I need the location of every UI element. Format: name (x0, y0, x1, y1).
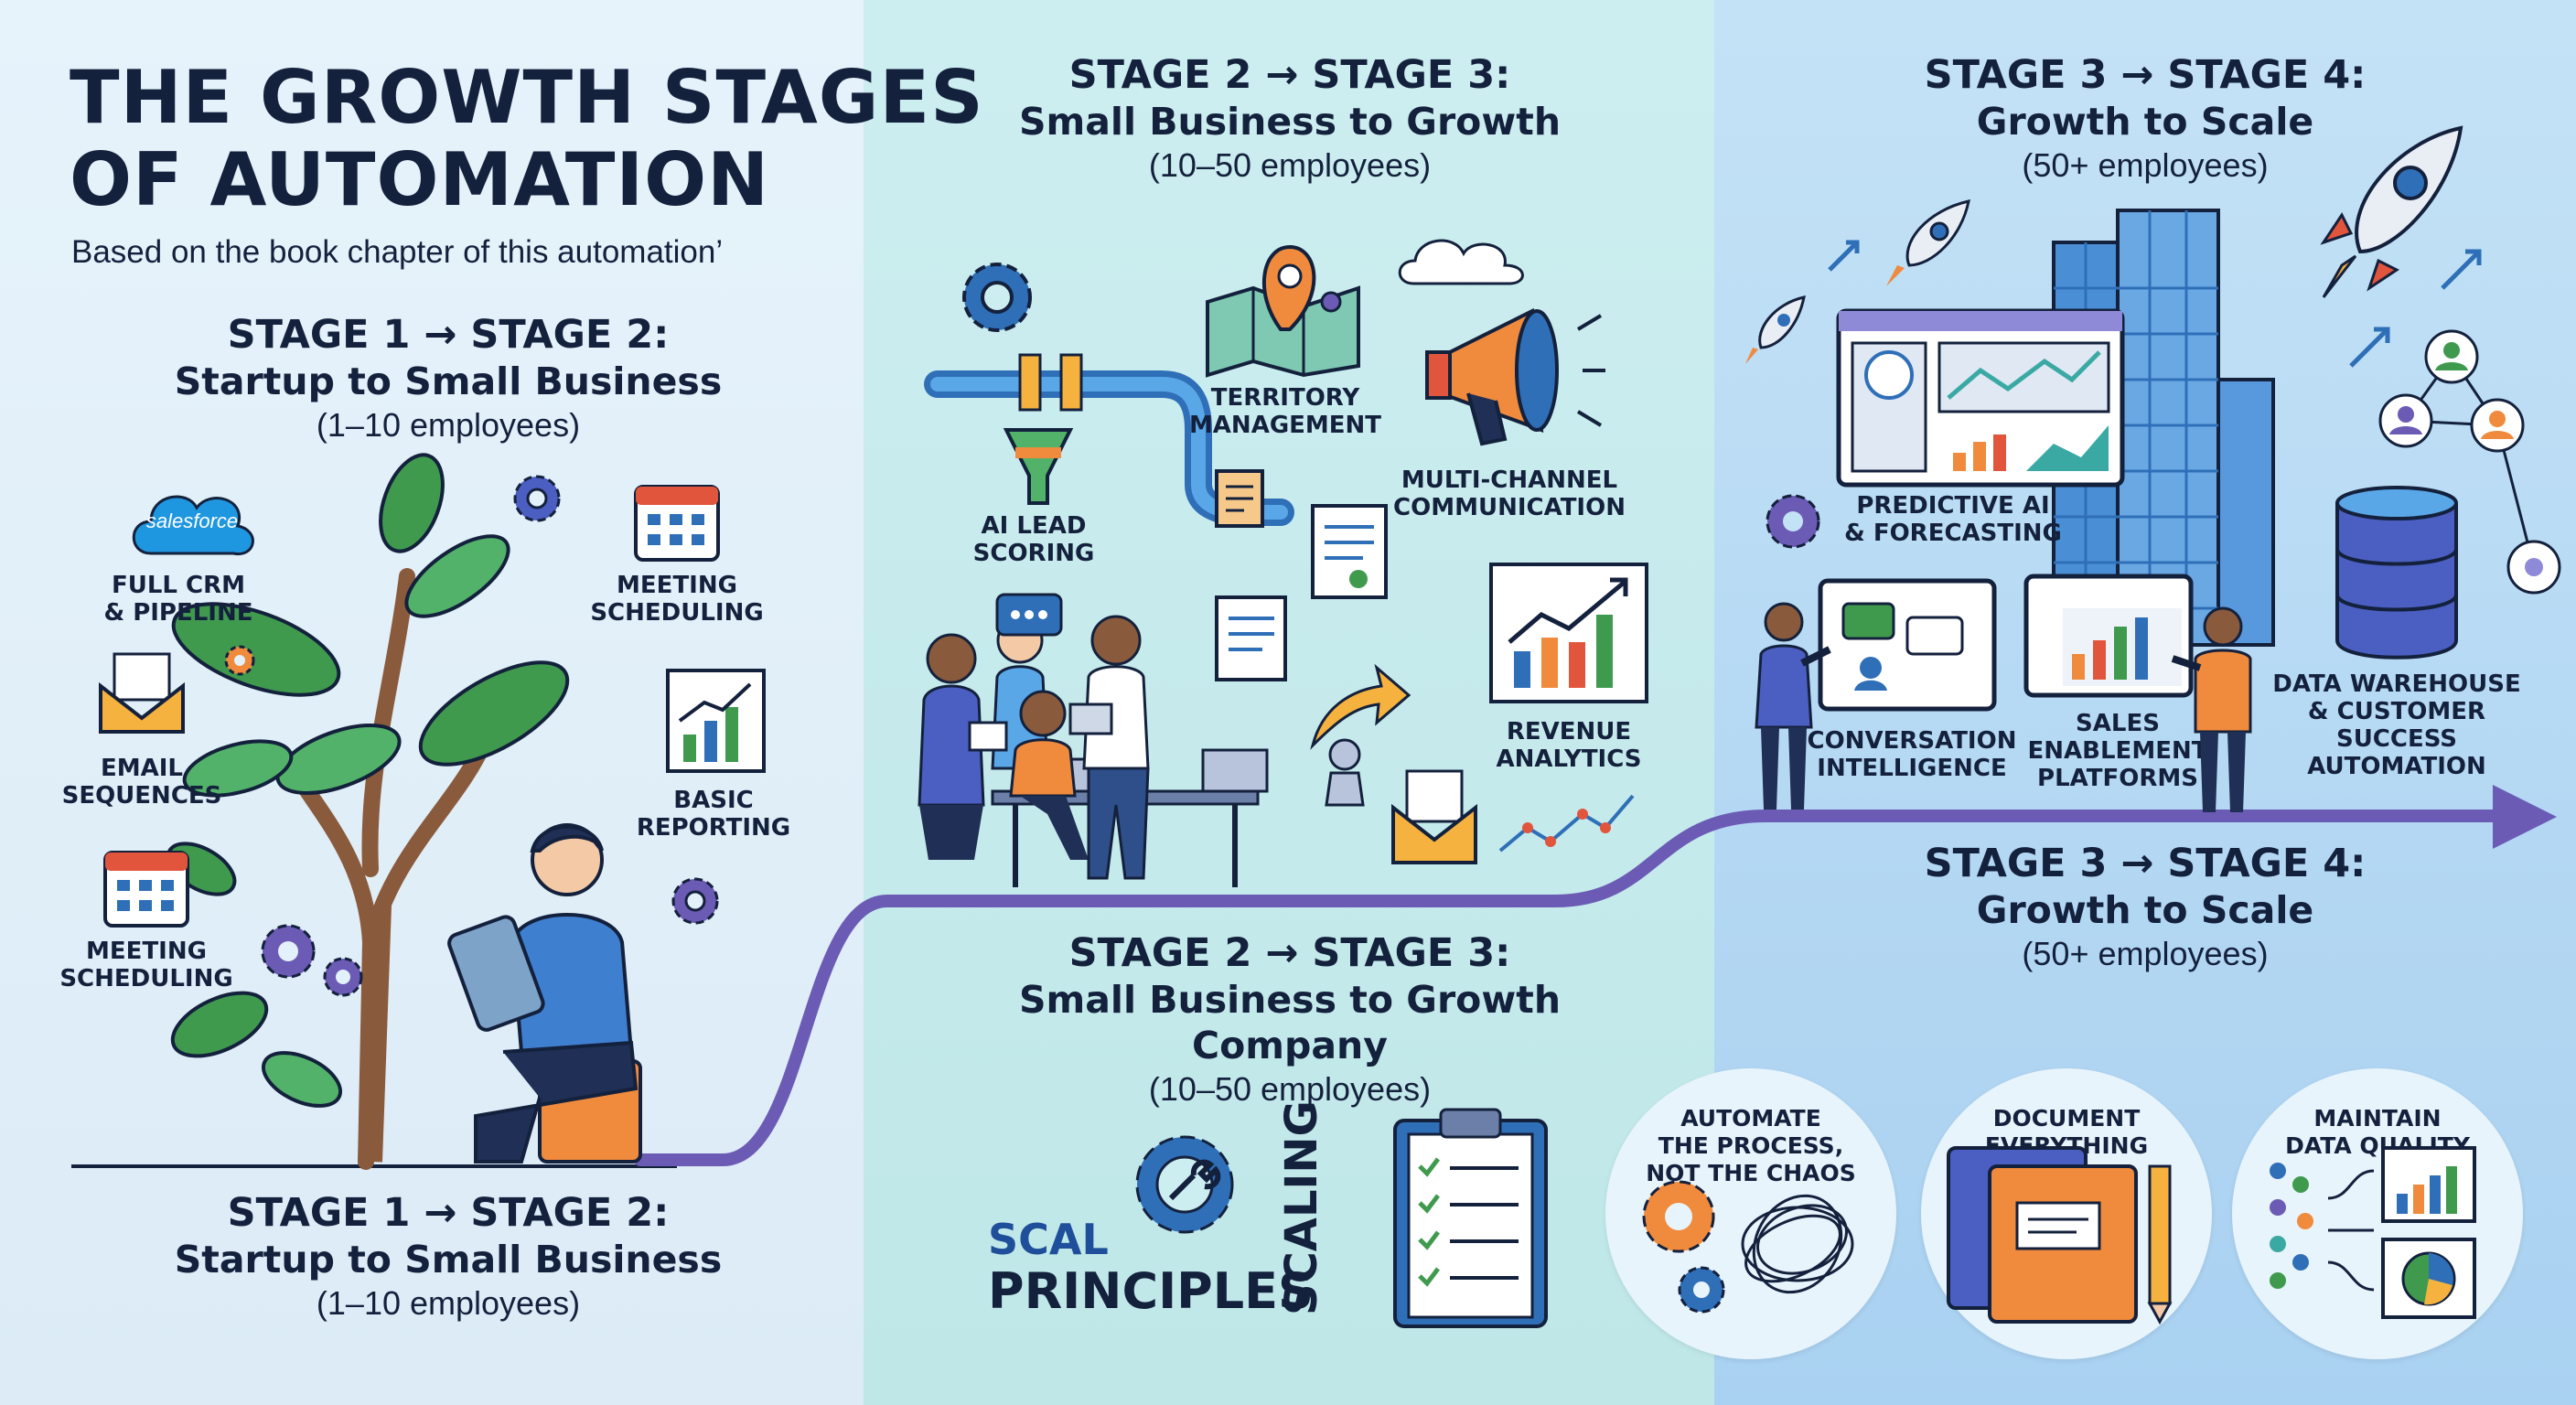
salesforce-logo-text: salesforce (145, 509, 239, 532)
scal-label: SCAL (988, 1215, 1109, 1264)
stage3-heading-bottom: STAGE 3 → STAGE 4: Growth to Scale (50+ … (1830, 840, 2461, 975)
email-envelope-icon (99, 652, 185, 734)
calendar-icon-bottom (103, 851, 189, 928)
person-with-tablet-illustration (447, 823, 642, 1164)
stage1-bottom-title: STAGE 1 → STAGE 2: (227, 1190, 670, 1236)
growth-tree-illustration (166, 453, 570, 1170)
predictive-ai-dashboard-icon (1836, 308, 2125, 488)
trend-line-icon (1498, 794, 1635, 853)
calendar-icon (634, 485, 720, 562)
stage2-heading-bottom: STAGE 2 → STAGE 3: Small Business to Gro… (915, 929, 1665, 1110)
bar-chart-report-icon (666, 669, 766, 773)
page-subtitle: Based on the book chapter of this automa… (71, 234, 724, 270)
gear-icon-small (224, 645, 255, 676)
stage2-bottom-title: STAGE 2 → STAGE 3: (1068, 930, 1511, 976)
stage1-bottom-name: Startup to Small Business (174, 1238, 723, 1282)
sales-dashboard-icon (2023, 574, 2194, 698)
revenue-chart-icon (1489, 563, 1648, 703)
salesforce-cloud-icon (132, 495, 254, 556)
document-icon-3 (1215, 595, 1287, 681)
folders-pencil-icon (1947, 1146, 2173, 1325)
stage2-top-size: (10–50 employees) (1148, 146, 1432, 184)
predictive-ai-forecasting-label: PREDICTIVE AI& FORECASTING (1844, 492, 2062, 547)
rocket-icon-large (2320, 125, 2463, 298)
stage3-top-title: STAGE 3 → STAGE 4: (1924, 52, 2367, 98)
principles-label: PRINCIPLES (988, 1262, 1314, 1320)
gears-chaos-icon (1642, 1180, 1854, 1314)
scaling-vertical-label: SCALING (1276, 1100, 1327, 1315)
stage3-heading-top: STAGE 3 → STAGE 4: Growth to Scale (50+ … (1830, 51, 2461, 187)
document-icon (1215, 469, 1264, 528)
checklist-clipboard-icon (1393, 1108, 1548, 1328)
full-crm-pipeline-label: FULL CRM& PIPELINE (103, 572, 253, 627)
wrench-gear-icon (1135, 1135, 1234, 1234)
stage3-bottom-name: Growth to Scale (1976, 888, 2314, 932)
gear-icon-stage3 (1766, 494, 1820, 549)
stage2-bottom-name: Small Business to Growth Company (1018, 978, 1562, 1067)
gear-icon (513, 475, 561, 522)
data-quality-icon (2270, 1146, 2476, 1319)
arrow-up-icon (1310, 663, 1411, 750)
person-presenting-illustration (1755, 602, 1831, 810)
growth-arrows-icon (1828, 240, 2482, 368)
page-title: THE GROWTH STAGES OF AUTOMATION (70, 55, 984, 222)
stage1-top-size: (1–10 employees) (316, 406, 581, 444)
stage1-heading-bottom: STAGE 1 → STAGE 2: Startup to Small Busi… (119, 1189, 778, 1325)
stage2-top-title: STAGE 2 → STAGE 3: (1068, 52, 1511, 98)
document-icon-2 (1311, 504, 1388, 599)
stage2-heading-top: STAGE 2 → STAGE 3: Small Business to Gro… (970, 51, 1610, 187)
rocket-icon-medium (1886, 199, 1970, 286)
customer-network-icon (2378, 329, 2561, 595)
stage1-top-title: STAGE 1 → STAGE 2: (227, 312, 670, 358)
stage1-top-name: Startup to Small Business (174, 359, 723, 403)
stage3-bottom-size: (50+ employees) (2022, 935, 2269, 972)
stage3-top-size: (50+ employees) (2022, 146, 2269, 184)
gear-icon-stage2 (962, 263, 1032, 332)
cloud-icon (1398, 239, 1524, 285)
gear-icon-purple (671, 877, 719, 925)
rocket-icon-small (1745, 295, 1806, 364)
stage1-heading-top: STAGE 1 → STAGE 2: Startup to Small Busi… (119, 311, 778, 446)
stage3-top-name: Growth to Scale (1976, 100, 2314, 144)
email-envelope-icon-stage2 (1391, 769, 1477, 864)
conversation-screen-icon (1818, 578, 1997, 712)
stage2-top-name: Small Business to Growth (1018, 100, 1562, 144)
stage2-bottom-size: (10–50 employees) (1148, 1070, 1432, 1108)
database-icon (2335, 486, 2458, 660)
person-with-chart-illustration (2171, 606, 2252, 812)
stage3-bottom-title: STAGE 3 → STAGE 4: (1924, 841, 2367, 886)
territory-map-icon (1206, 244, 1360, 378)
gears-pair-icon (261, 924, 363, 997)
megaphone-icon (1425, 307, 1605, 446)
team-at-desk-illustration (918, 593, 1365, 887)
stage1-bottom-size: (1–10 employees) (316, 1284, 581, 1322)
